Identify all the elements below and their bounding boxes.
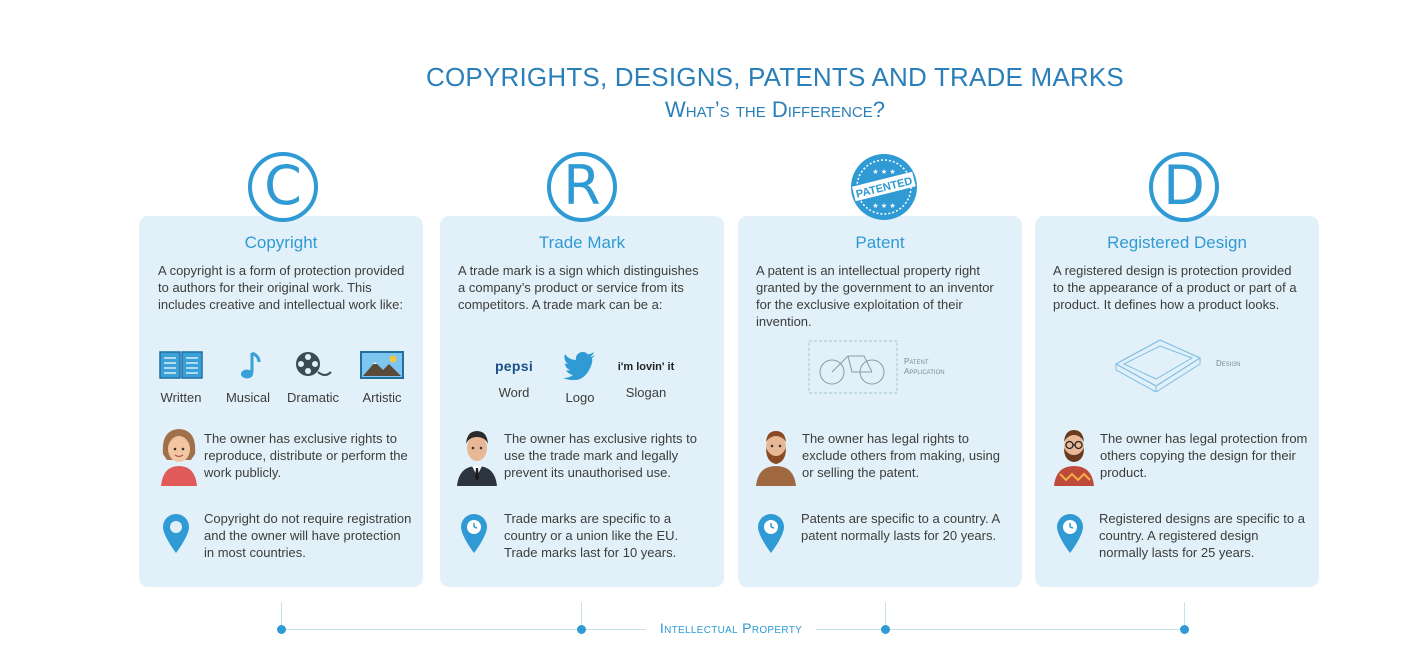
man-with-glasses-avatar-icon	[1054, 430, 1094, 486]
example-slogan: i'm lovin' it Slogan	[612, 350, 680, 400]
book-icon	[159, 351, 203, 379]
header: COPYRIGHTS, DESIGNS, PATENTS AND TRADE M…	[0, 62, 1416, 123]
example-word: pepsi Word	[486, 350, 542, 400]
page-title: COPYRIGHTS, DESIGNS, PATENTS AND TRADE M…	[426, 62, 1124, 92]
example-label: Musical	[225, 390, 271, 405]
film-reel-icon	[296, 352, 332, 376]
page-subtitle: What’s the Difference?	[665, 97, 885, 122]
timeline-dot	[1180, 625, 1189, 634]
trademark-registration: Trade marks are specific to a country or…	[504, 511, 679, 560]
patent-sketch-label: Patent Application	[904, 357, 945, 376]
timeline-dot	[577, 625, 586, 634]
clock-pin-icon	[461, 514, 487, 553]
example-label: Written	[160, 390, 202, 405]
businessman-avatar-icon	[457, 431, 497, 486]
timeline-dot	[881, 625, 890, 634]
footer-label: Intellectual Property	[646, 620, 816, 636]
patent-card	[738, 216, 1022, 587]
music-note-icon	[241, 351, 261, 379]
timeline-tick	[885, 602, 886, 629]
patent-description: A patent is an intellectual property rig…	[756, 263, 994, 329]
design-emblem-icon: D	[1149, 152, 1219, 222]
patent-rights: The owner has legal rights to exclude ot…	[802, 431, 1000, 480]
copyright-rights: The owner has exclusive rights to reprod…	[204, 431, 408, 480]
registered-emblem-icon: R	[547, 152, 617, 222]
example-logo: Logo	[556, 350, 604, 405]
woman-avatar-icon	[161, 429, 197, 486]
copyright-registration: Copyright do not require registration an…	[204, 511, 412, 560]
example-label: Slogan	[625, 385, 667, 400]
clock-pin-icon	[758, 514, 784, 553]
example-label: Dramatic	[286, 390, 339, 405]
example-label: Logo	[565, 390, 595, 405]
design-sketch-label: Design	[1216, 359, 1241, 368]
slogan-text: i'm lovin' it	[617, 361, 675, 373]
location-pin-icon	[163, 514, 189, 553]
trademark-card	[440, 216, 724, 587]
patented-seal-icon: PATENTED ★ ★ ★ ★ ★ ★	[851, 154, 917, 220]
registered-design-registration: Registered designs are specific to a cou…	[1099, 511, 1305, 560]
svg-text:★ ★ ★: ★ ★ ★	[872, 202, 895, 210]
landscape-painting-icon	[360, 351, 404, 379]
example-written: Written	[155, 350, 207, 405]
copyright-title: Copyright	[244, 233, 318, 252]
example-artistic: Artistic	[356, 350, 408, 405]
design-sketch-icon	[1114, 339, 1202, 392]
twitter-bird-icon	[563, 352, 595, 381]
timeline-tick	[1184, 602, 1185, 629]
example-dramatic: Dramatic	[284, 350, 342, 405]
trademark-rights: The owner has exclusive rights to use th…	[504, 431, 697, 480]
svg-text:★ ★ ★: ★ ★ ★	[872, 168, 895, 176]
clock-pin-icon	[1057, 514, 1083, 553]
trademark-title: Trade Mark	[538, 233, 626, 252]
trademark-description: A trade mark is a sign which distinguish…	[458, 263, 699, 312]
registered-design-rights: The owner has legal protection from othe…	[1100, 431, 1308, 480]
registered-design-description: A registered design is protection provid…	[1053, 263, 1297, 312]
example-label: Artistic	[362, 390, 402, 405]
patent-title: Patent	[855, 233, 905, 252]
patent-registration: Patents are specific to a country. A pat…	[801, 511, 1000, 543]
timeline-dot	[277, 625, 286, 634]
patent-sketch-icon	[808, 340, 898, 394]
copyright-description: A copyright is a form of protection prov…	[158, 263, 405, 312]
registered-design-title: Registered Design	[1107, 233, 1247, 252]
bearded-man-avatar-icon	[756, 431, 796, 486]
pepsi-wordmark: pepsi	[494, 358, 534, 374]
timeline-tick	[281, 602, 282, 629]
example-musical: Musical	[222, 350, 274, 405]
copyright-emblem-icon: C	[248, 152, 318, 222]
timeline-tick	[581, 602, 582, 629]
example-label: Word	[498, 385, 530, 400]
